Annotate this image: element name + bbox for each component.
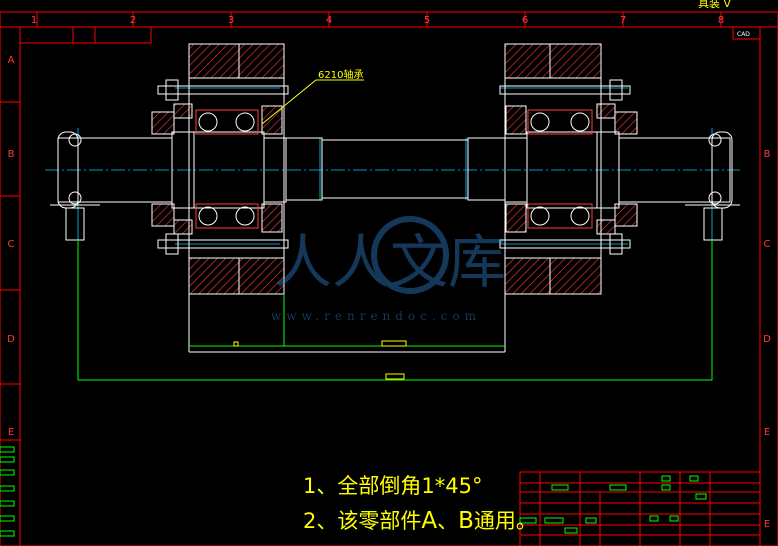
watermark: 人人文库 www.renrendoc.com [271,216,506,323]
row-label: A [8,55,15,66]
frame-column-labels: 1 2 3 4 5 6 7 8 [31,15,724,26]
top-right-text: 具装 ∇ [698,0,731,10]
row-label: E [8,427,14,438]
left-bearing-housing [151,43,285,295]
row-label: E [764,519,770,530]
row-label: D [7,334,15,345]
dimension-lines [77,240,713,381]
note-2-suffix: 通用。 [473,509,537,533]
bearing-label: 6210轴承 [318,68,363,81]
left-margin-blocks [0,446,15,537]
dimension-text-blocks [233,340,407,380]
drawing-frame [0,11,778,546]
column-label: 3 [228,15,234,26]
bearing-callout: 6210轴承 [261,68,364,125]
note-2-separator: 、 [437,509,459,533]
row-label: E [764,427,770,438]
column-label: 8 [718,15,724,26]
column-label: 2 [130,15,136,26]
watermark-url: www.renrendoc.com [271,309,481,323]
title-block-fields [519,475,707,534]
column-label: 1 [31,15,37,26]
column-label: 7 [620,15,626,26]
right-bearing-housing [504,43,638,295]
column-label: 5 [424,15,430,26]
corner-box-text: CAD [737,31,750,38]
shaft [50,78,740,353]
watermark-characters: 人人文库 [274,228,506,296]
note-2-prefix: 2、该零部件 [303,509,422,533]
note-2-part-a: A [421,508,438,534]
bolts [65,79,723,255]
row-label: D [763,334,771,345]
column-label: 4 [326,15,332,26]
ball-bearings [195,109,593,229]
row-label: B [8,149,15,160]
technical-note-1: 1、全部倒角1*45° [303,474,483,498]
column-label: 6 [522,15,528,26]
note-2-part-b: B [458,508,474,534]
row-label: B [764,149,771,160]
technical-note-2: 2、该零部件A、B通用。 [303,505,537,535]
frame-row-labels: A B C D E B C D E E [7,55,771,530]
row-label: C [8,239,15,250]
row-label: C [764,239,771,250]
title-block [519,471,761,546]
